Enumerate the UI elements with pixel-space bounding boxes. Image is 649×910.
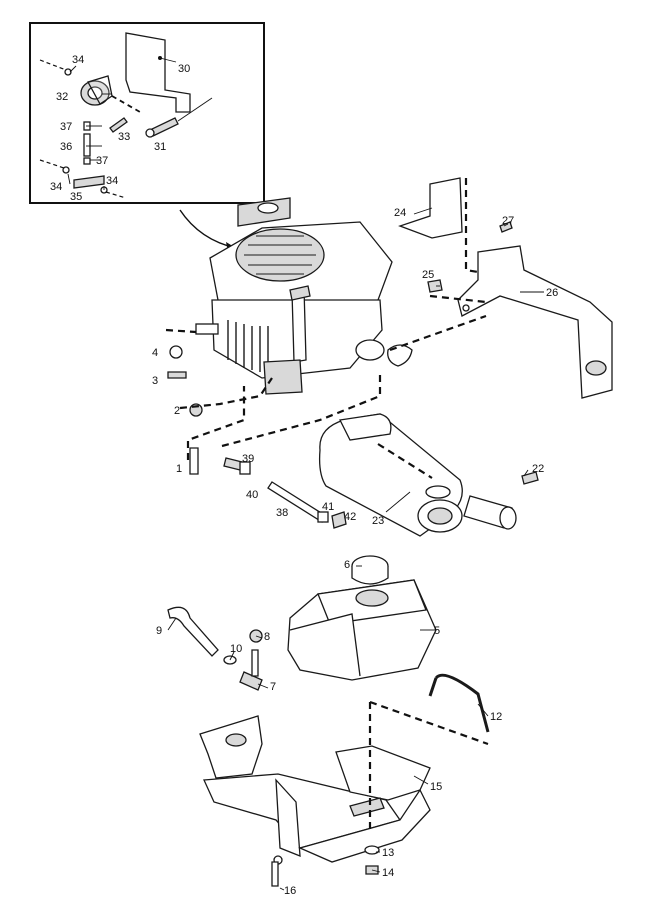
callout-41: 41	[322, 501, 334, 513]
callout-25: 25	[422, 269, 434, 281]
tray-hardware	[271, 845, 380, 887]
callout-34-right: 34	[106, 175, 118, 187]
inset-pointer-arrow	[179, 209, 237, 249]
gasket-and-fittings	[167, 344, 539, 529]
callout-27: 27	[502, 215, 514, 227]
callout-23: 23	[372, 515, 384, 527]
callout-leader-lines	[67, 57, 544, 891]
assembly-dashed-lines	[165, 178, 489, 830]
callout-26: 26	[546, 287, 558, 299]
callout-12: 12	[490, 711, 502, 723]
callout-38: 38	[276, 507, 288, 519]
muffler	[318, 413, 517, 537]
callout-31: 31	[154, 141, 166, 153]
callout-3: 3	[152, 375, 158, 387]
callout-labels: 30 34 32 37 33 31 36 37 34 34 35 24 27 2…	[50, 54, 558, 897]
callout-34-left: 34	[50, 181, 62, 193]
fuel-hose-and-valve	[167, 606, 263, 691]
callout-8: 8	[264, 631, 270, 643]
callout-15: 15	[430, 781, 442, 793]
callout-37-upper: 37	[60, 121, 72, 133]
callout-9: 9	[156, 625, 162, 637]
tank-strap-rod	[428, 673, 490, 733]
callout-32: 32	[56, 91, 68, 103]
callout-37-lower: 37	[96, 155, 108, 167]
callout-5: 5	[434, 625, 440, 637]
callout-33: 33	[118, 131, 130, 143]
callout-22: 22	[532, 463, 544, 475]
fuel-pump-detail-inset	[29, 22, 265, 204]
callout-16: 16	[284, 885, 296, 897]
callout-36: 36	[60, 141, 72, 153]
callout-35: 35	[70, 191, 82, 203]
callout-14: 14	[382, 867, 394, 879]
callout-1: 1	[176, 463, 182, 475]
engine-assembly	[195, 197, 393, 395]
callout-6: 6	[344, 559, 350, 571]
callout-24: 24	[394, 207, 406, 219]
callout-10: 10	[230, 643, 242, 655]
callout-4: 4	[152, 347, 158, 359]
fuel-tank	[287, 555, 437, 681]
callout-34-top: 34	[72, 54, 84, 66]
callout-39: 39	[242, 453, 254, 465]
callout-2: 2	[174, 405, 180, 417]
callout-40: 40	[246, 489, 258, 501]
callout-30: 30	[178, 63, 190, 75]
callout-42: 42	[344, 511, 356, 523]
muffler-brackets	[398, 177, 613, 399]
callout-7: 7	[270, 681, 276, 693]
tank-mounting-tray	[199, 715, 431, 865]
callout-13: 13	[382, 847, 394, 859]
